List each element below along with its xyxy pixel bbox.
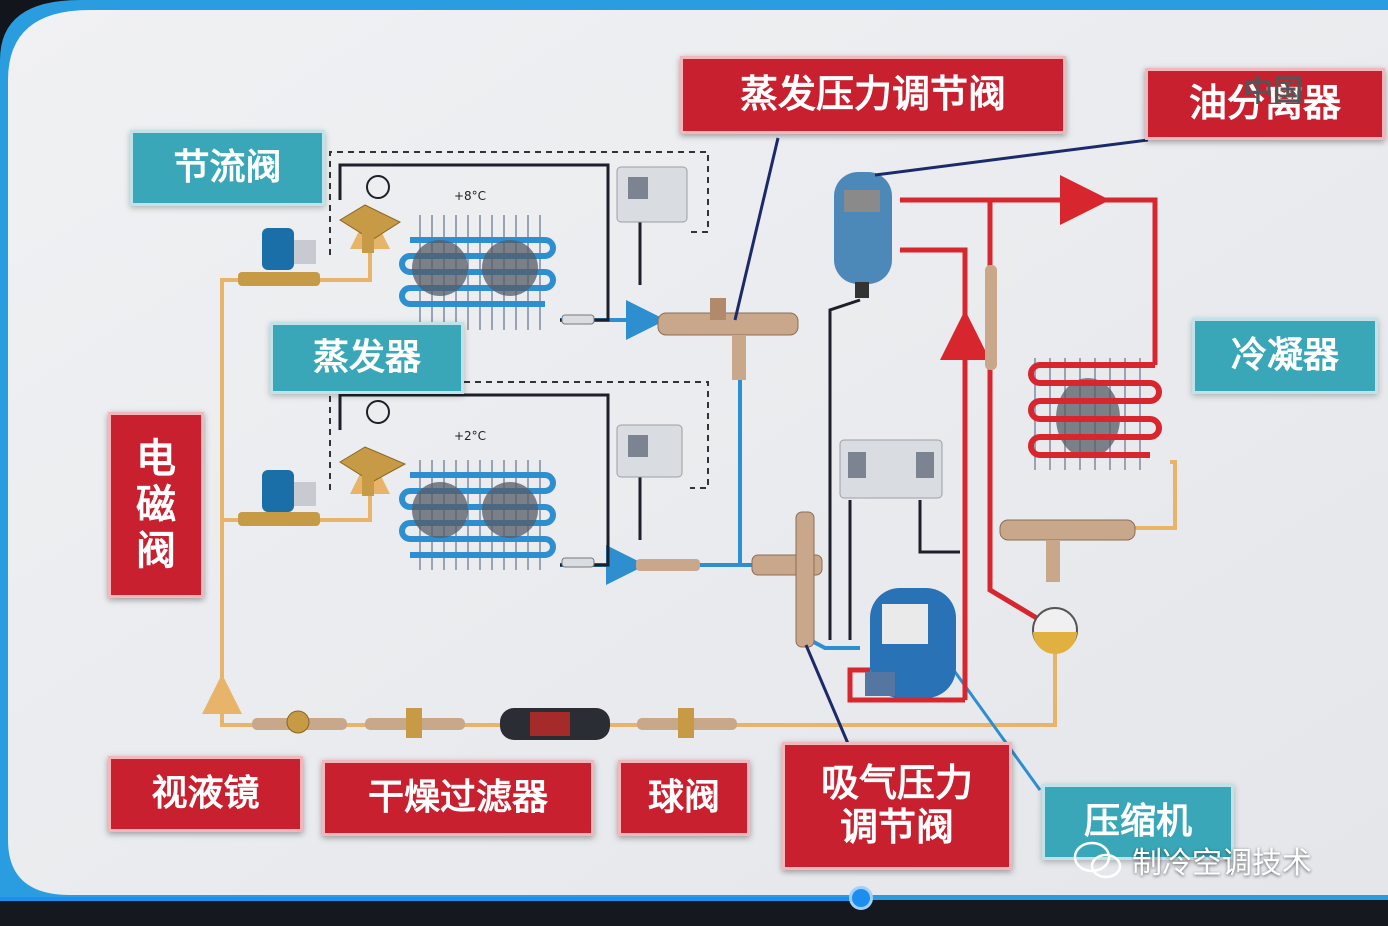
wechat-icon	[1073, 841, 1122, 879]
sight-glass-label: 视液镜	[108, 756, 303, 832]
sight-glass-icon	[252, 710, 347, 734]
progress-knob[interactable]	[849, 886, 873, 910]
suction-pressure-valve-label-line: 吸气压力	[820, 761, 973, 806]
filter-drier-icon	[500, 708, 610, 740]
throttle-valve-label: 节流阀	[130, 130, 325, 206]
fan-icon	[482, 482, 538, 538]
thermostat-icon	[616, 166, 688, 223]
expansion-valve-icon	[339, 175, 402, 253]
solenoid-valve-label-char: 电	[136, 436, 176, 482]
solenoid-valve-label: 电 磁 阀	[108, 412, 204, 598]
watermark: 制冷空调技术	[1072, 838, 1312, 882]
fan-icon	[482, 240, 538, 296]
condenser-label: 冷凝器	[1192, 318, 1378, 394]
ball-valve-icon	[365, 708, 465, 738]
ball-valve-label: 球阀	[618, 760, 750, 836]
evaporating-pressure-valve-label: 蒸发压力调节阀	[680, 56, 1066, 134]
suction-pressure-valve-icon	[751, 511, 823, 648]
suction-pressure-valve-label-line: 调节阀	[839, 805, 954, 849]
condenser-icon	[1028, 358, 1162, 470]
check-valve-icon	[985, 265, 997, 370]
solenoid-valve-label-char: 磁	[136, 482, 176, 528]
expansion-valve-icon	[339, 400, 407, 496]
fan-icon	[412, 240, 468, 296]
suction-pressure-valve-label: 吸气压力 调节阀	[782, 742, 1012, 870]
solenoid-valve-icon	[238, 470, 320, 526]
oil-separator-icon	[834, 172, 892, 298]
evaporator-upper: +8°C	[399, 189, 556, 330]
strainer-icon	[561, 314, 595, 325]
fan-icon	[412, 482, 468, 538]
sensing-dashed-lines	[329, 151, 709, 490]
compressor-icon	[865, 588, 956, 698]
pressure-switch-icon	[839, 439, 943, 499]
head-pressure-valve-icon	[999, 519, 1136, 582]
oil-separator-label: 油分离器	[1145, 68, 1385, 140]
temperature-lower: +2°C	[454, 429, 486, 443]
solenoid-valve-label-char: 阀	[136, 528, 176, 574]
evaporating-pressure-valve-icon	[657, 298, 799, 380]
evaporator-lower: +2°C	[399, 429, 556, 570]
solenoid-valve-icon	[238, 228, 320, 286]
temperature-upper: +8°C	[454, 189, 486, 203]
ball-valve-icon	[637, 708, 737, 738]
evaporator-label: 蒸发器	[270, 322, 464, 394]
logo-watermark: 中国	[1243, 74, 1303, 109]
filter-drier-label: 干燥过滤器	[322, 760, 594, 836]
video-controls-bar	[0, 900, 1388, 926]
compressor-label: 压缩机	[1042, 784, 1234, 860]
watermark-text: 制冷空调技术	[1132, 846, 1312, 881]
receiver-icon	[1032, 607, 1078, 654]
progress-bar[interactable]	[0, 897, 862, 901]
sight-glass-suction-icon	[636, 559, 700, 571]
discharge-line	[847, 175, 1158, 703]
pointer-lines	[733, 137, 1149, 761]
thermostat-icon	[616, 424, 683, 478]
strainer-icon	[561, 557, 595, 568]
